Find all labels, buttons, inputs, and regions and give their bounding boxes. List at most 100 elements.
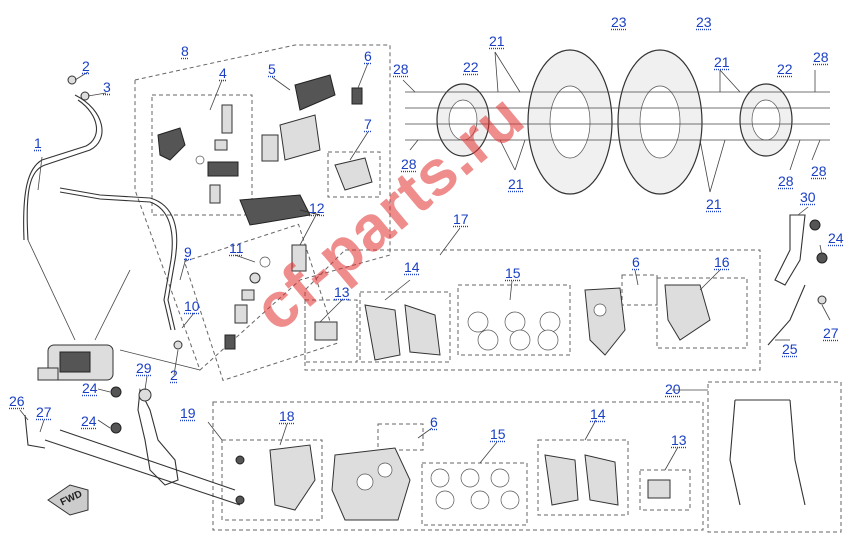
hose-20	[729, 399, 806, 506]
callout-22a[interactable]: 22	[463, 59, 479, 75]
callout-24b[interactable]: 24	[82, 380, 98, 396]
assembly-line-2	[94, 269, 131, 341]
seals-15a	[467, 311, 561, 351]
callout-6a[interactable]: 6	[364, 48, 372, 64]
seals-15b	[430, 468, 520, 510]
callout-9[interactable]: 9	[184, 244, 192, 260]
callout-16[interactable]: 16	[714, 254, 730, 270]
callout-21b[interactable]: 21	[714, 54, 730, 70]
push-rod	[44, 439, 241, 506]
callout-29[interactable]: 29	[136, 360, 152, 376]
group-box-17	[304, 249, 761, 371]
callout-28e[interactable]: 28	[811, 163, 827, 179]
clip-13a	[314, 321, 338, 341]
callout-20[interactable]: 20	[665, 381, 681, 397]
callout-14a[interactable]: 14	[404, 259, 420, 275]
disc-23-left	[527, 49, 613, 195]
callout-28c[interactable]: 28	[401, 156, 417, 172]
callout-24c[interactable]: 24	[81, 413, 97, 429]
group-box-11-12	[183, 223, 338, 381]
leader-lines	[19, 51, 831, 471]
group-box-19	[212, 401, 704, 531]
callout-27a[interactable]: 27	[823, 325, 839, 341]
bolt-24-right-a	[809, 219, 821, 231]
callout-6b[interactable]: 6	[632, 254, 640, 270]
callout-25[interactable]: 25	[782, 341, 798, 357]
callout-30[interactable]: 30	[800, 189, 816, 205]
callout-19[interactable]: 19	[180, 405, 196, 421]
brake-hose-9	[59, 187, 178, 331]
banjo-bolt-2b	[173, 340, 183, 350]
group-box-14a	[359, 291, 451, 363]
group-box-7	[327, 151, 381, 198]
group-box-6b	[377, 423, 424, 451]
assembly-line-3	[119, 349, 201, 371]
lever-30	[774, 214, 806, 286]
callout-11[interactable]: 11	[229, 240, 244, 256]
callout-3[interactable]: 3	[103, 79, 111, 95]
brake-hose-1-inner	[23, 99, 98, 241]
callout-5[interactable]: 5	[268, 61, 276, 77]
bracket-7	[334, 157, 373, 191]
callout-23b[interactable]: 23	[696, 14, 712, 30]
pedal-bolt-24b	[110, 422, 122, 434]
group-box-15a	[457, 284, 571, 356]
callout-14b[interactable]: 14	[590, 406, 606, 422]
disc-22-right	[739, 83, 793, 157]
callout-7[interactable]: 7	[364, 116, 372, 132]
callout-2a[interactable]: 2	[82, 58, 90, 74]
nut-27-right	[817, 295, 827, 305]
callout-24a[interactable]: 24	[828, 230, 844, 246]
group-box-4	[151, 94, 253, 216]
callout-22b[interactable]: 22	[777, 61, 793, 77]
caliper-17	[584, 287, 626, 356]
disc-bolt-lines	[405, 91, 830, 141]
callout-12[interactable]: 12	[309, 200, 325, 216]
banjo-bolt-2	[67, 75, 77, 85]
callout-2b[interactable]: 2	[170, 367, 178, 383]
callout-6c[interactable]: 6	[430, 414, 438, 430]
callout-15a[interactable]: 15	[505, 265, 521, 281]
master-cylinder-parts-4	[157, 104, 239, 204]
callout-13b[interactable]: 13	[671, 432, 687, 448]
group-box-6a	[621, 274, 658, 306]
brake-hose-1	[26, 94, 103, 241]
pads-14a	[364, 304, 441, 361]
callout-21c[interactable]: 21	[508, 176, 524, 192]
callout-28d[interactable]: 28	[778, 173, 794, 189]
bracket-18	[235, 444, 316, 511]
callout-8[interactable]: 8	[181, 43, 189, 59]
reservoir-5	[239, 74, 336, 226]
clip-13b	[647, 479, 671, 499]
callout-21d[interactable]: 21	[706, 196, 722, 212]
push-rod-2	[59, 429, 236, 491]
callout-17[interactable]: 17	[453, 211, 469, 227]
group-box-13a	[304, 299, 358, 363]
callout-21a[interactable]: 21	[489, 33, 505, 49]
callout-10[interactable]: 10	[184, 298, 200, 314]
callout-13a[interactable]: 13	[334, 284, 350, 300]
callout-28b[interactable]: 28	[813, 49, 829, 65]
callout-15b[interactable]: 15	[490, 426, 506, 442]
disc-23-right	[617, 49, 703, 195]
assembly-line-1	[27, 239, 76, 341]
group-box-15b	[421, 462, 528, 526]
screw-6a	[351, 87, 363, 105]
callout-18[interactable]: 18	[279, 408, 295, 424]
callout-26[interactable]: 26	[9, 393, 25, 409]
piston-kit-11	[224, 256, 271, 350]
group-box-8	[134, 44, 391, 371]
group-box-18	[221, 439, 323, 521]
callout-23a[interactable]: 23	[611, 14, 627, 30]
pads-14b	[544, 454, 619, 506]
brake-pedal-29	[137, 388, 179, 486]
pedal-bolt-24a	[110, 386, 122, 398]
rod-26	[24, 414, 46, 449]
pedal-pivot	[138, 388, 152, 402]
callout-28a[interactable]: 28	[393, 61, 409, 77]
callout-4[interactable]: 4	[219, 65, 227, 81]
callout-1[interactable]: 1	[34, 135, 42, 151]
callout-27b[interactable]: 27	[36, 404, 52, 420]
